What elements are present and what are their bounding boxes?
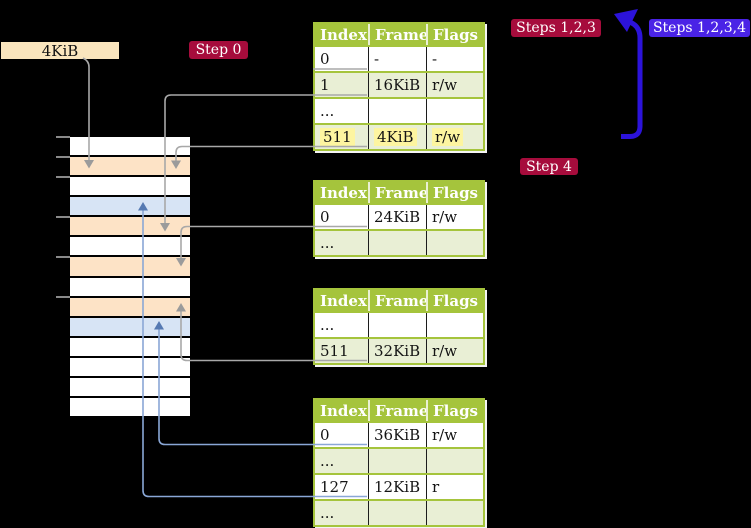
table-row: ... — [315, 499, 483, 525]
table-cell: ... — [320, 102, 335, 120]
table-cell — [426, 501, 483, 525]
steps-123-badge: Steps 1,2,3 — [511, 19, 601, 37]
column-header: Frame — [368, 182, 426, 203]
memory-stack — [70, 137, 190, 417]
table-row: ... — [315, 229, 483, 255]
column-header: Index — [320, 183, 367, 202]
column-header: Flags — [426, 400, 483, 421]
table-cell — [426, 449, 483, 473]
table-row: ... — [315, 311, 483, 337]
memory-row-peach — [70, 297, 190, 318]
translation-steps-arrow — [621, 19, 643, 139]
column-header: Frame — [368, 24, 426, 45]
memory-row-blue — [70, 317, 190, 338]
memory-row-peach — [70, 157, 190, 178]
memory-row-white — [70, 177, 190, 198]
column-header: Index — [320, 25, 367, 44]
frame-size-label: 4KiB — [41, 41, 79, 60]
highlighted-value: 4KiB — [374, 128, 417, 146]
table-cell: 12KiB — [368, 475, 426, 499]
table-cell: 511 — [320, 342, 349, 360]
table-cell: ... — [320, 316, 335, 334]
steps-123-label: Steps 1,2,3 — [516, 20, 596, 36]
table-cell: 0 — [320, 426, 330, 444]
table-cell: r/w — [426, 423, 483, 447]
table-cell: r/w — [426, 125, 483, 149]
table-cell: 36KiB — [368, 423, 426, 447]
memory-row-white — [70, 337, 190, 358]
column-header: Index — [320, 291, 367, 310]
table-cell — [368, 99, 426, 123]
table-cell: 0 — [320, 50, 330, 68]
step-4-badge: Step 4 — [520, 158, 578, 175]
table-cell — [368, 231, 426, 255]
table-cell: r/w — [426, 73, 483, 97]
table-cell: 4KiB — [368, 125, 426, 149]
column-header: Flags — [426, 24, 483, 45]
highlighted-value: r/w — [432, 128, 464, 146]
frame-size-label-box: 4KiB — [1, 41, 119, 60]
stack-ticks — [56, 136, 70, 298]
table-cell: 511 — [315, 125, 368, 149]
table-row: 0 -- — [315, 45, 483, 71]
column-header: Frame — [368, 400, 426, 421]
memory-row-white — [70, 237, 190, 258]
table-cell: - — [426, 47, 483, 71]
table-cell — [426, 313, 483, 337]
table-cell: r/w — [426, 205, 483, 229]
memory-row-white — [70, 277, 190, 298]
memory-row-white — [70, 137, 190, 158]
column-header: Flags — [426, 290, 483, 311]
table-cell: 1 — [320, 76, 330, 94]
memory-row-peach — [70, 217, 190, 238]
table-cell — [368, 501, 426, 525]
memory-row-blue — [70, 197, 190, 218]
table-cell: ... — [320, 234, 335, 252]
table-cell: r — [426, 475, 483, 499]
table-row: 511 4KiB r/w — [315, 123, 483, 149]
column-header: Flags — [426, 182, 483, 203]
steps-1234-label: Steps 1,2,3,4 — [652, 20, 747, 36]
table-cell — [426, 99, 483, 123]
steps-1234-badge: Steps 1,2,3,4 — [649, 19, 750, 37]
step-0-label: Step 0 — [195, 42, 242, 58]
table-cell: 16KiB — [368, 73, 426, 97]
table-cell — [368, 313, 426, 337]
step-0-badge: Step 0 — [189, 41, 248, 59]
column-header: Index — [320, 401, 367, 420]
table-cell: 24KiB — [368, 205, 426, 229]
table-cell: - — [368, 47, 426, 71]
memory-row-white — [70, 357, 190, 378]
table-row: ... — [315, 447, 483, 473]
table-row: ... — [315, 97, 483, 123]
memory-row-white — [70, 398, 190, 417]
table-cell: 32KiB — [368, 339, 426, 363]
step-4-label: Step 4 — [526, 158, 572, 175]
table-cell — [368, 449, 426, 473]
table-cell — [426, 231, 483, 255]
memory-row-peach — [70, 257, 190, 278]
memory-row-white — [70, 377, 190, 399]
arrowhead-upleft-icon — [614, 9, 638, 32]
highlighted-value: 511 — [320, 128, 355, 146]
table-cell: 0 — [320, 208, 330, 226]
column-header: Frame — [368, 290, 426, 311]
table-cell: 127 — [320, 478, 349, 496]
table-cell: ... — [320, 452, 335, 470]
table-cell: r/w — [426, 339, 483, 363]
table-cell: ... — [320, 504, 335, 522]
